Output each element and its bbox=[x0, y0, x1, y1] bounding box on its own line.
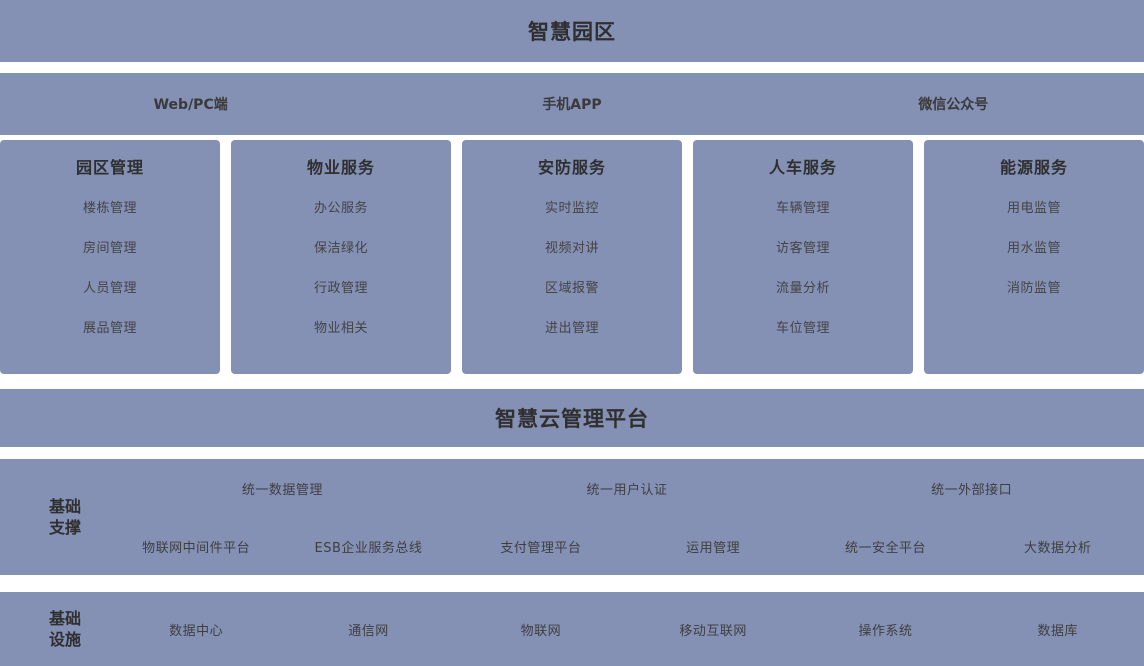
service-item[interactable]: 人员管理 bbox=[82, 281, 137, 296]
service-item[interactable]: 流量分析 bbox=[775, 281, 830, 296]
service-card-security-service[interactable]: 安防服务 实时监控 视频对讲 区域报警 进出管理 bbox=[462, 140, 682, 374]
base-support-label-wrap: 基础支撑 bbox=[30, 459, 100, 575]
infrastructure-item-mobile-internet[interactable]: 移动互联网 bbox=[679, 623, 747, 639]
infrastructure-item-communication-network[interactable]: 通信网 bbox=[348, 623, 389, 639]
support-item-iot-middleware-platform[interactable]: 物联网中间件平台 bbox=[142, 540, 251, 556]
title-band: 智慧园区 bbox=[0, 0, 1144, 62]
service-item[interactable]: 展品管理 bbox=[82, 321, 137, 336]
service-cards-row: 园区管理 楼栋管理 房间管理 人员管理 展品管理 物业服务 办公服务 保洁绿化 … bbox=[0, 140, 1144, 374]
infrastructure-item-operating-system[interactable]: 操作系统 bbox=[858, 623, 913, 639]
service-card-people-vehicle-service[interactable]: 人车服务 车辆管理 访客管理 流量分析 车位管理 bbox=[693, 140, 913, 374]
service-card-items: 实时监控 视频对讲 区域报警 进出管理 bbox=[462, 189, 682, 349]
service-item[interactable]: 消防监管 bbox=[1006, 281, 1061, 296]
infrastructure-item-database[interactable]: 数据库 bbox=[1037, 623, 1079, 639]
support-item-unified-security-platform[interactable]: 统一安全平台 bbox=[844, 540, 926, 556]
service-card-items: 车辆管理 访客管理 流量分析 车位管理 bbox=[693, 189, 913, 349]
service-item[interactable]: 区域报警 bbox=[544, 281, 599, 296]
service-card-title: 园区管理 bbox=[75, 158, 144, 177]
service-card-title: 物业服务 bbox=[306, 158, 375, 177]
support-group-unified-data-management[interactable]: 统一数据管理 bbox=[241, 482, 323, 498]
channel-item-web-pc[interactable]: Web/PC端 bbox=[153, 97, 228, 113]
service-card-items: 楼栋管理 房间管理 人员管理 展品管理 bbox=[0, 189, 220, 349]
base-support-top-row: 统一数据管理 统一用户认证 统一外部接口 bbox=[110, 459, 1144, 517]
support-group-unified-user-auth[interactable]: 统一用户认证 bbox=[586, 482, 668, 498]
page-title: 智慧园区 bbox=[528, 20, 616, 44]
channels-band: Web/PC端 手机APP 微信公众号 bbox=[0, 73, 1144, 135]
channel-item-mobile-app[interactable]: 手机APP bbox=[542, 97, 602, 113]
service-card-title: 人车服务 bbox=[768, 158, 837, 177]
service-item[interactable]: 办公服务 bbox=[313, 201, 368, 216]
infrastructure-item-data-center[interactable]: 数据中心 bbox=[169, 623, 224, 639]
infrastructure-band: 基础设施 数据中心 通信网 物联网 移动互联网 操作系统 数据库 bbox=[0, 592, 1144, 666]
service-card-park-management[interactable]: 园区管理 楼栋管理 房间管理 人员管理 展品管理 bbox=[0, 140, 220, 374]
infrastructure-label: 基础设施 bbox=[48, 609, 81, 649]
service-card-title: 能源服务 bbox=[999, 158, 1068, 177]
support-item-payment-management-platform[interactable]: 支付管理平台 bbox=[500, 540, 582, 556]
service-item[interactable]: 访客管理 bbox=[775, 241, 830, 256]
infrastructure-label-wrap: 基础设施 bbox=[30, 592, 100, 666]
service-card-items: 办公服务 保洁绿化 行政管理 物业相关 bbox=[231, 189, 451, 349]
channel-item-wechat-official[interactable]: 微信公众号 bbox=[918, 97, 989, 113]
service-card-property-service[interactable]: 物业服务 办公服务 保洁绿化 行政管理 物业相关 bbox=[231, 140, 451, 374]
service-item[interactable]: 车辆管理 bbox=[775, 201, 830, 216]
cloud-platform-band: 智慧云管理平台 bbox=[0, 389, 1144, 447]
service-card-items: 用电监管 用水监管 消防监管 bbox=[924, 189, 1144, 309]
service-item[interactable]: 用水监管 bbox=[1006, 241, 1061, 256]
infrastructure-item-iot[interactable]: 物联网 bbox=[520, 623, 562, 639]
service-item[interactable]: 视频对讲 bbox=[544, 241, 599, 256]
service-item[interactable]: 行政管理 bbox=[313, 281, 368, 296]
infrastructure-body: 数据中心 通信网 物联网 移动互联网 操作系统 数据库 bbox=[110, 592, 1144, 666]
service-item[interactable]: 车位管理 bbox=[775, 321, 830, 336]
service-item[interactable]: 楼栋管理 bbox=[82, 201, 137, 216]
support-item-application-management[interactable]: 运用管理 bbox=[686, 540, 741, 556]
base-support-bottom-row: 物联网中间件平台 ESB企业服务总线 支付管理平台 运用管理 统一安全平台 大数… bbox=[110, 517, 1144, 575]
service-item[interactable]: 用电监管 bbox=[1006, 201, 1061, 216]
base-support-band: 基础支撑 统一数据管理 统一用户认证 统一外部接口 物联网中间件平台 ESB企业… bbox=[0, 459, 1144, 575]
service-item[interactable]: 物业相关 bbox=[313, 321, 368, 336]
support-item-big-data-analysis[interactable]: 大数据分析 bbox=[1024, 540, 1092, 556]
service-card-energy-service[interactable]: 能源服务 用电监管 用水监管 消防监管 bbox=[924, 140, 1144, 374]
service-item[interactable]: 进出管理 bbox=[544, 321, 599, 336]
service-card-title: 安防服务 bbox=[537, 158, 606, 177]
base-support-body: 统一数据管理 统一用户认证 统一外部接口 物联网中间件平台 ESB企业服务总线 … bbox=[110, 459, 1144, 575]
support-item-esb-enterprise-service-bus[interactable]: ESB企业服务总线 bbox=[314, 540, 423, 556]
support-group-unified-external-api[interactable]: 统一外部接口 bbox=[931, 482, 1013, 498]
base-support-label: 基础支撑 bbox=[48, 497, 81, 537]
cloud-platform-title: 智慧云管理平台 bbox=[495, 407, 649, 431]
service-item[interactable]: 实时监控 bbox=[544, 201, 599, 216]
service-item[interactable]: 保洁绿化 bbox=[313, 241, 368, 256]
service-item[interactable]: 房间管理 bbox=[82, 241, 137, 256]
